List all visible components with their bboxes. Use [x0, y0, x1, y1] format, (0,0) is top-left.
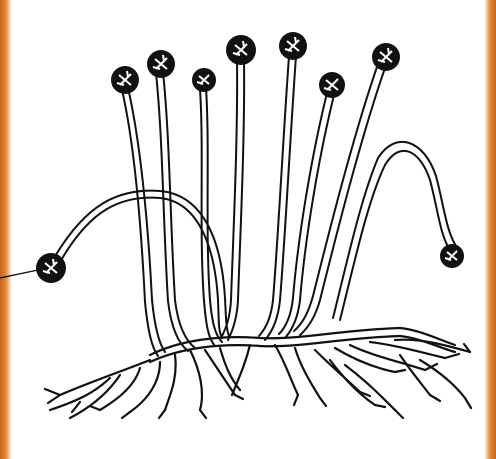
sporangium-head — [319, 72, 345, 98]
sporangium-head — [226, 35, 256, 65]
rhizoids — [45, 340, 471, 418]
sporangiophores — [54, 56, 456, 356]
sporangium-head — [111, 66, 139, 94]
sporangium-head — [192, 68, 216, 92]
sporangium-head — [36, 253, 66, 283]
label-pointer-line — [0, 270, 38, 278]
sporangium-head — [372, 43, 400, 71]
sporangium-head — [147, 50, 175, 78]
sporangium-head — [440, 244, 464, 268]
sporangium-head — [279, 32, 307, 60]
sporangia — [36, 32, 464, 283]
